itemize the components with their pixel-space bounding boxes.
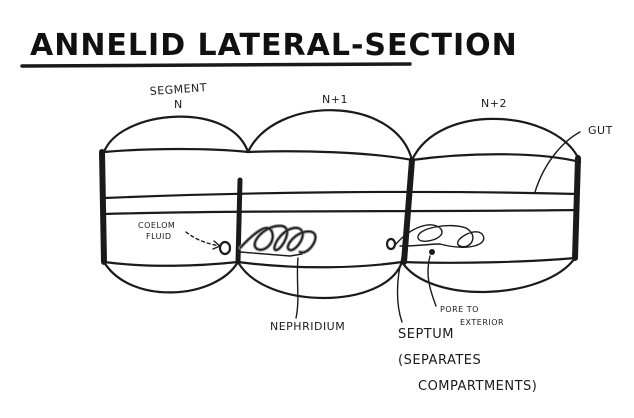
label-septum-line3: COMPARTMENTS) xyxy=(418,379,537,394)
nephridium-leader xyxy=(295,257,299,319)
label-pore-line1: PORE TO xyxy=(440,305,479,314)
body-outline xyxy=(102,109,582,300)
coelom-fluid-arrow xyxy=(185,231,221,247)
gut-tube xyxy=(102,190,580,216)
label-segment-n-line1: SEGMENT xyxy=(149,81,207,98)
label-septum-line2: (SEPARATES xyxy=(398,353,481,368)
septa xyxy=(99,149,581,265)
nephrostome-funnel xyxy=(218,240,232,256)
gut-leader xyxy=(534,131,581,193)
nephridium-coil-2 xyxy=(385,224,485,255)
label-pore-line2: EXTERIOR xyxy=(460,318,504,327)
label-nephridium: NEPHRIDIUM xyxy=(270,320,345,333)
label-segment-n-line2: N xyxy=(174,98,183,111)
end-wall-left xyxy=(99,149,107,265)
label-segment-n2: N+2 xyxy=(481,97,507,110)
coelom-fluid-arrowhead xyxy=(212,240,221,250)
label-coelom-fluid-line1: COELOM xyxy=(138,221,175,230)
nephridium-coil xyxy=(238,224,318,257)
nephrostome-funnel-2 xyxy=(385,237,397,251)
nephridiopore xyxy=(429,249,435,255)
end-wall-right xyxy=(572,155,581,261)
label-segment-n1: N+1 xyxy=(322,93,348,106)
diagram-title: ANNELID LATERAL-SECTION xyxy=(30,28,518,63)
pore-leader xyxy=(427,255,437,307)
label-septum-line1: SEPTUM xyxy=(398,327,454,342)
label-gut: GUT xyxy=(588,124,613,137)
title-underline xyxy=(20,62,412,68)
septum-leader xyxy=(396,257,403,323)
label-coelom-fluid-line2: FLUID xyxy=(146,232,172,241)
